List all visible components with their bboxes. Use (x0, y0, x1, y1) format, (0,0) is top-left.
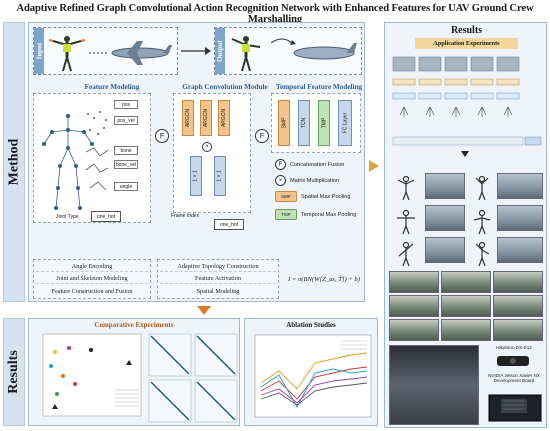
conv-1x1-block-2: 1 × 1 (214, 156, 226, 196)
method-strip: Method (3, 22, 25, 302)
detection-photo (441, 271, 491, 293)
confusion-matrices (148, 333, 238, 423)
argcn-block-2: ARGCN (200, 100, 212, 136)
feature-modeling-title: Feature Modeling (84, 83, 140, 91)
feature-modeling-area: pos pos_vel bone bone_vel angle Joint Ty… (33, 93, 151, 223)
graph-convolution-area: ARGCN ARGCN ARGCN × 1 × 1 1 × 1 (173, 93, 251, 213)
input-label: Input (34, 28, 44, 74)
graph-summary-item: Adaptive Topology Construction (160, 262, 276, 273)
graph-summary-item: Feature Activation (160, 274, 276, 285)
feature-summary-item: Feature Construction and Fusion (51, 287, 133, 295)
feature-block-angle: angle (114, 182, 138, 191)
board-label: NVIDIA Jetson Xavier NX Development Boar… (488, 373, 540, 383)
deployment-photo (389, 345, 479, 425)
ablation-line-chart (254, 334, 372, 418)
input-box: Input (33, 27, 178, 75)
output-illustration (231, 36, 357, 72)
legend-fusion-symbol: F (275, 159, 286, 170)
fusion-operator-1: F (155, 129, 169, 143)
temporal-modeling-area: SMP TCN TMP FC Layer (271, 93, 361, 153)
feature-summary-item: Joint and Skeleton Modeling (36, 274, 148, 285)
results-arrow (197, 306, 211, 315)
output-label: Output (215, 28, 225, 74)
gesture-figures-middle (473, 175, 491, 267)
legend-smp-swatch: SMP (275, 191, 297, 202)
detection-photo (493, 271, 543, 293)
matmul-operator: × (202, 142, 212, 152)
detection-photo (389, 295, 439, 317)
graph-summary-item: Spatial Modeling (196, 287, 240, 295)
detection-photo (389, 319, 439, 341)
scene-photo (425, 205, 465, 231)
method-panel: Input Output (28, 22, 365, 302)
tmp-block: TMP (318, 100, 330, 146)
feature-block-pos: pos (114, 100, 138, 109)
comparative-panel: Comparative Experiments (28, 318, 240, 426)
legend-smp: SMP Spatial Max Pooling (275, 191, 350, 202)
fc-layer-block: FC Layer (338, 100, 352, 146)
legend-tmp: TMP Temporal Max Pooling (275, 209, 356, 220)
feature-summary-item: Angle Encoding (36, 262, 148, 273)
detection-photo (493, 319, 543, 341)
joint-type-label: Joint Type (56, 214, 79, 220)
board-icon (488, 394, 542, 422)
one-hot-frame: one_hot (214, 219, 244, 230)
pipeline-illustration (392, 56, 542, 157)
feature-block-bone-vel: bone_vel (114, 160, 138, 169)
temporal-modeling-title: Temporal Feature Modeling (275, 83, 363, 91)
feature-summary: Angle Encoding Joint and Skeleton Modeli… (33, 259, 151, 299)
detection-photo (389, 271, 439, 293)
legend-tmp-swatch: TMP (275, 209, 297, 220)
fusion-operator-2: F (255, 129, 269, 143)
gesture-figures-left (397, 175, 415, 267)
detection-photo (441, 295, 491, 317)
conv-1x1-block-1: 1 × 1 (190, 156, 202, 196)
detection-photo (493, 295, 543, 317)
output-box: Output (214, 27, 362, 75)
argcn-block-1: ARGCN (182, 100, 194, 136)
comparative-title: Comparative Experiments (94, 321, 174, 329)
results-strip: Results (3, 318, 25, 426)
graph-summary: Adaptive Topology Construction Feature A… (157, 259, 279, 299)
gating-formula: I = σ(BN(W[Z_as, T̃]) + b) (288, 275, 360, 283)
graph-convolution-title: Graph Convolution Module (182, 83, 268, 91)
figure-title: Adaptive Refined Graph Convolutional Act… (16, 3, 534, 25)
application-experiments-label: Application Experiments (415, 38, 518, 49)
skeleton-graph (42, 114, 94, 210)
scene-photo (425, 237, 465, 263)
ablation-panel: Ablation Studies (244, 318, 378, 426)
feature-block-bone: bone (114, 146, 138, 155)
feature-dots (85, 111, 109, 191)
ablation-title: Ablation Studies (286, 321, 336, 329)
argcn-block-3: ARGCN (218, 100, 230, 136)
scene-photo (497, 205, 543, 231)
legend-fusion: F Concatenation Fusion (275, 159, 344, 170)
right-results-title: Results (450, 25, 483, 36)
detection-photo (441, 319, 491, 341)
scene-photo (497, 237, 543, 263)
smp-block: SMP (278, 100, 290, 146)
camera-label: Hikvision DS-E12 (496, 345, 532, 350)
tcn-block: TCN (298, 100, 310, 146)
application-arrow (369, 160, 379, 172)
scene-photo (425, 173, 465, 199)
application-results-panel: Results Application Experiments (384, 22, 547, 428)
input-output-arrow (181, 47, 211, 55)
one-hot-joint: one_hot (91, 211, 121, 222)
feature-block-pos-vel: pos_vel (114, 116, 138, 125)
legend-matmul-symbol: × (275, 175, 286, 186)
comparative-scatter (42, 333, 142, 417)
camera-icon (497, 356, 529, 366)
input-illustration (48, 36, 172, 72)
legend-matmul: × Matrix Multiplication (275, 175, 339, 186)
scene-photo (497, 173, 543, 199)
frame-index-label: Frame Index (171, 213, 200, 219)
